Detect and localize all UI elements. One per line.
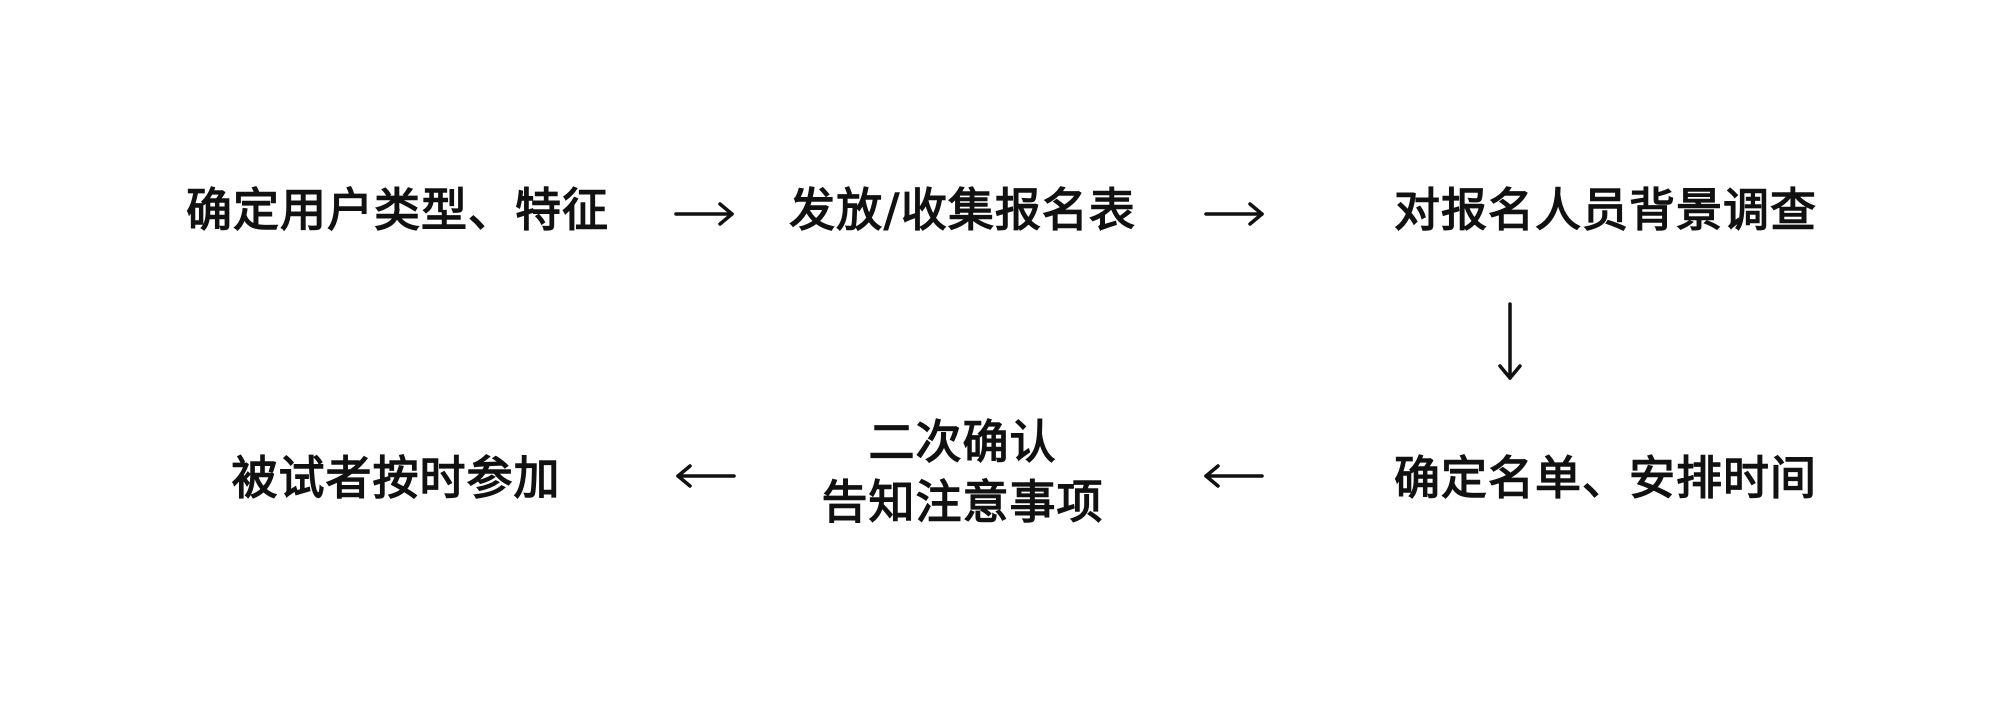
step-finalize-schedule: 确定名单、安排时间 — [1394, 451, 1817, 505]
step-define-users: 确定用户类型、特征 — [186, 183, 609, 237]
arrow-down — [1498, 302, 1522, 380]
step-participants-attend: 被试者按时参加 — [231, 451, 561, 505]
arrow-right-2 — [1204, 202, 1264, 226]
step-reconfirm: 二次确认 告知注意事项 — [800, 412, 1125, 532]
step-distribute-forms: 发放/收集报名表 — [789, 183, 1136, 237]
arrow-right-1 — [674, 202, 734, 226]
step-background-check: 对报名人员背景调查 — [1394, 183, 1817, 237]
arrow-left-1 — [1204, 464, 1264, 488]
arrow-left-2 — [676, 464, 736, 488]
step-reconfirm-line2: 告知注意事项 — [821, 475, 1104, 529]
step-reconfirm-line1: 二次确认 — [868, 415, 1057, 469]
